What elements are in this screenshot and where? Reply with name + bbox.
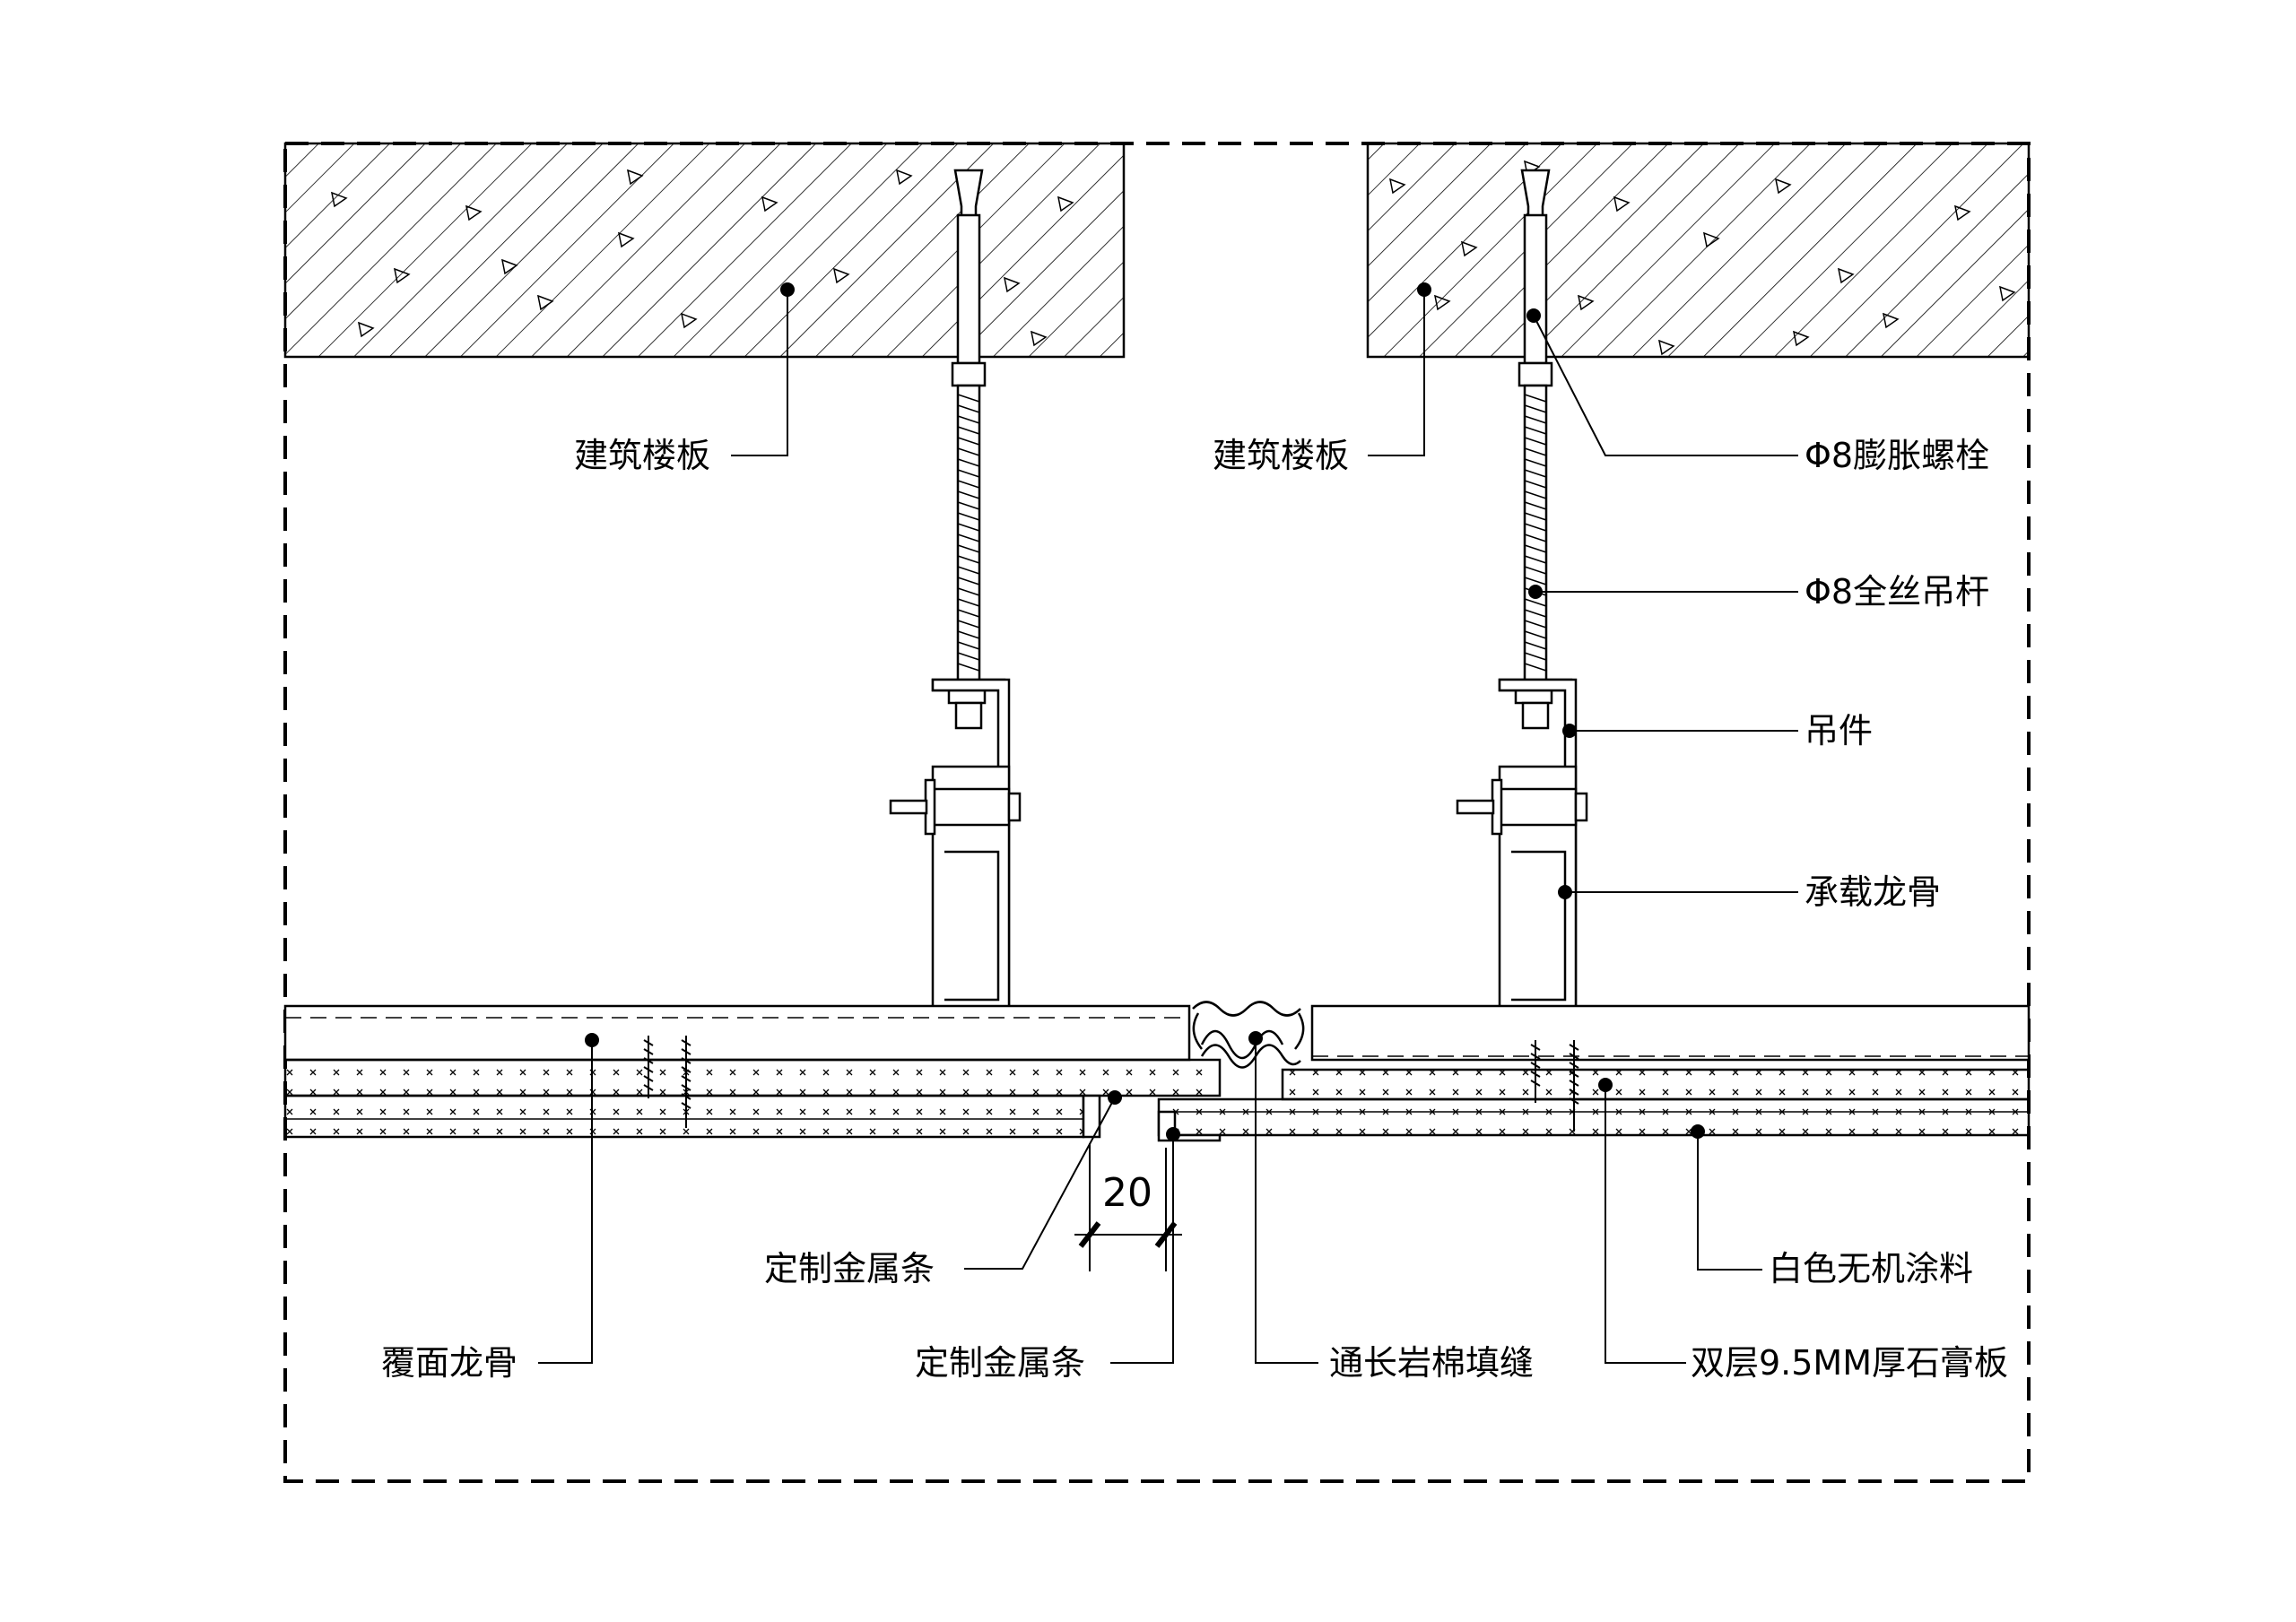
building-slab-right [1366, 142, 2031, 359]
label-threaded-rod: Φ8全丝吊杆 [1805, 572, 1989, 612]
rock-wool-filling [1192, 1001, 1305, 1069]
label-metal-strip-lower: 定制金属条 [915, 1343, 1085, 1383]
screws [643, 1036, 1579, 1132]
hanger-assembly-left [889, 169, 1022, 1015]
leader-lines [538, 290, 1798, 1364]
label-cover-stud: 覆面龙骨 [381, 1343, 517, 1383]
building-slab-left [283, 142, 1126, 359]
cover-stud-left [283, 1004, 1191, 1062]
label-metal-strip-upper: 定制金属条 [764, 1249, 935, 1288]
gypsum-board-right [1157, 1068, 2031, 1137]
metal-strip-upper [1082, 1094, 1101, 1139]
gypsum-board-left [283, 1058, 1222, 1139]
label-slab-left: 建筑楼板 [574, 436, 710, 475]
gap-dimension-value: 20 [1102, 1170, 1152, 1216]
leader-dots [585, 282, 1705, 1141]
gap-dimension [1074, 1143, 1182, 1271]
cover-stud-right [1310, 1004, 2031, 1062]
label-expansion-bolt: Φ8膨胀螺栓 [1805, 436, 1989, 475]
drawing-frame [283, 142, 2031, 1483]
label-rock-wool: 通长岩棉填缝 [1329, 1343, 1534, 1383]
label-paint: 白色无机涂料 [1769, 1249, 1973, 1288]
main-runner-right [1511, 850, 1567, 1002]
label-slab-right: 建筑楼板 [1213, 436, 1349, 475]
label-gypsum-board: 双层9.5MM厚石膏板 [1691, 1343, 2008, 1383]
label-main-runner: 承载龙骨 [1805, 872, 1941, 912]
main-runner-left [944, 850, 1000, 1002]
label-hanger: 吊件 [1805, 711, 1873, 750]
